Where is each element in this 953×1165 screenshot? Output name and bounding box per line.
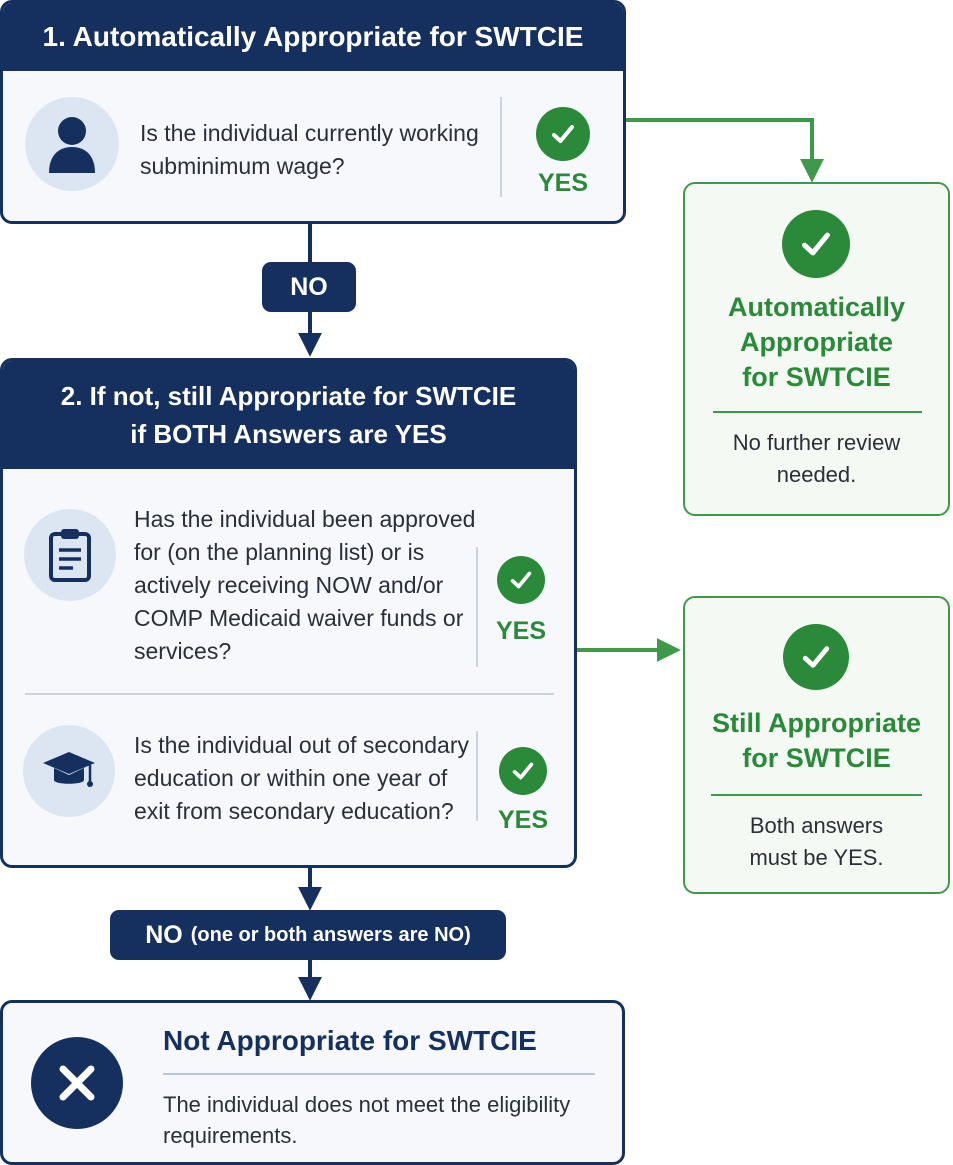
check-icon [783, 624, 849, 690]
no-pill-2-detail: (one or both answers are NO) [190, 923, 471, 946]
no-pill-1-label: NO [290, 272, 328, 301]
section1-number: 1. [42, 21, 66, 52]
check-icon [536, 107, 590, 161]
outcome-automatic-title: Automatically Appropriate for SWTCIE [727, 292, 906, 392]
clipboard-icon [24, 509, 116, 601]
section2-question1: Has the individual been approved for (on… [134, 506, 476, 664]
outcome-still-note: Both answers must be YES. [749, 813, 884, 870]
section2-title-line1: 2. If not, still Appropriate for SWTCIE [3, 377, 574, 415]
section2-q2-divider [476, 731, 478, 821]
section2-q1-divider [476, 547, 478, 667]
section1-card: 1. Automatically Appropriate for SWTCIE … [0, 0, 626, 224]
check-icon [782, 210, 850, 278]
section2-q1-yes-label: YES [495, 617, 547, 645]
outcome-automatic-note: No further review needed. [732, 430, 901, 487]
section1-header: 1. Automatically Appropriate for SWTCIE [3, 3, 623, 71]
outcome-still-divider [711, 794, 922, 796]
no-pill-2: NO (one or both answers are NO) [110, 910, 506, 960]
section2-header: 2. If not, still Appropriate for SWTCIE … [3, 361, 574, 469]
outcome-not-card: Not Appropriate for SWTCIE The individua… [0, 1000, 625, 1165]
section1-divider [500, 97, 502, 197]
no-pill-2-label: NO [145, 920, 183, 949]
outcome-automatic-divider [713, 411, 922, 413]
outcome-still-title: Still Appropriate for SWTCIE [711, 708, 921, 773]
outcome-still-card: Still Appropriate for SWTCIE Both answer… [683, 596, 950, 894]
section2-row-divider [25, 693, 554, 695]
section1-question: Is the individual currently working subm… [140, 120, 479, 179]
section2-number: 2. [60, 381, 83, 411]
check-icon [497, 556, 545, 604]
section2-q2-yes-label: YES [497, 806, 549, 834]
graduation-cap-icon [23, 725, 115, 817]
no-pill-1: NO [262, 262, 356, 312]
section1-title: Automatically Appropriate for SWTCIE [72, 21, 584, 52]
section2-title: If not, still Appropriate for SWTCIE [89, 381, 517, 411]
person-icon [25, 97, 119, 191]
outcome-automatic-card: Automatically Appropriate for SWTCIE No … [683, 182, 950, 516]
section2-card: 2. If not, still Appropriate for SWTCIE … [0, 358, 577, 868]
outcome-not-title: Not Appropriate for SWTCIE [163, 1025, 537, 1056]
section2-subtitle: if BOTH Answers are YES [130, 419, 447, 449]
x-icon [31, 1037, 123, 1129]
section2-question2: Is the individual out of secondary educa… [134, 732, 469, 824]
check-icon [499, 747, 547, 795]
arrow-yes-to-auto [624, 118, 824, 183]
outcome-not-note: The individual does not meet the eligibi… [163, 1092, 571, 1148]
outcome-not-divider [163, 1073, 595, 1075]
section1-yes-label: YES [537, 169, 589, 197]
